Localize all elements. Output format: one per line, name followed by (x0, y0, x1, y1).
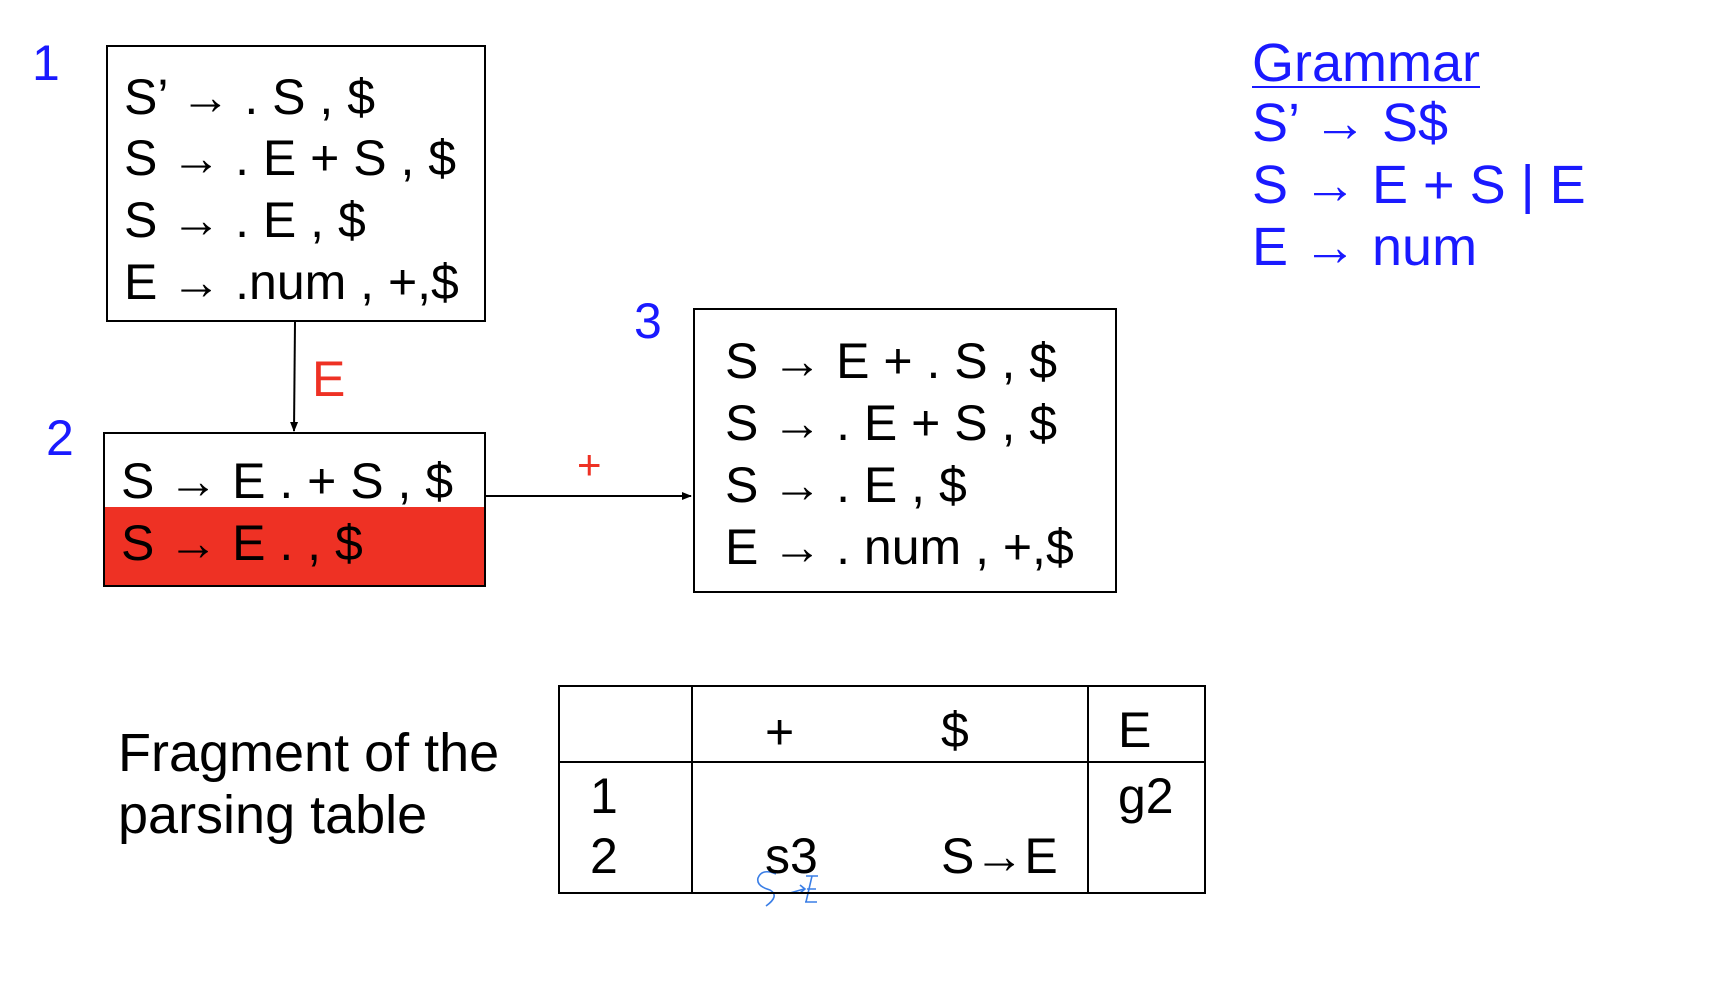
state-2-box: S → E . + S , $ S → E . , $ (103, 432, 486, 587)
table-header-plus: + (765, 704, 795, 760)
state-1-item: S’ → . S , $ (124, 69, 376, 125)
parsing-table-caption: Fragment of the parsing table (118, 723, 500, 845)
table-cell-reduce: S→E (941, 828, 1058, 884)
handwritten-s-to-e-note (756, 870, 818, 907)
state-1-item: E → .num , +,$ (124, 254, 459, 310)
grammar-rule: S’ → S$ (1252, 93, 1449, 153)
state-3-item: S → E + . S , $ (725, 333, 1058, 389)
state-2-item: S → E . + S , $ (121, 453, 454, 509)
table-row-state: 1 (590, 768, 618, 824)
state-1-number: 1 (32, 35, 60, 91)
reduce-item-highlight (105, 507, 484, 585)
state-3-item: S → . E + S , $ (725, 395, 1058, 451)
grammar-title: Grammar (1252, 33, 1480, 93)
state-3-box: S → E + . S , $ S → . E + S , $ S → . E … (693, 308, 1117, 593)
state-1-box: S’ → . S , $ S → . E + S , $ S → . E , $… (106, 45, 486, 322)
transition-label-E: E (312, 351, 346, 407)
transition-label-plus: + (577, 441, 602, 488)
parsing-table: + $ E 1 g2 2 s3 S→E (558, 685, 1206, 894)
grammar-rule: S → E + S | E (1252, 155, 1586, 215)
table-cell-shift: s3 (765, 828, 818, 884)
state-3-number: 3 (634, 293, 662, 349)
table-header-dollar: $ (941, 702, 969, 758)
state-1-item: S → . E + S , $ (124, 130, 457, 186)
state-3-item: E → . num , +,$ (725, 519, 1074, 575)
table-row-state: 2 (590, 828, 618, 884)
state-3-item: S → . E , $ (725, 457, 967, 513)
state-1-item: S → . E , $ (124, 192, 366, 248)
transition-arrow-1-to-2 (290, 321, 299, 432)
state-2-number: 2 (46, 410, 74, 466)
grammar-rule: E → num (1252, 217, 1478, 277)
table-divider (1087, 687, 1089, 892)
state-2-item-highlighted: S → E . , $ (121, 515, 363, 571)
table-header-E: E (1118, 702, 1152, 758)
table-cell-goto: g2 (1118, 768, 1174, 824)
table-divider (691, 687, 693, 892)
table-divider (560, 761, 1204, 763)
